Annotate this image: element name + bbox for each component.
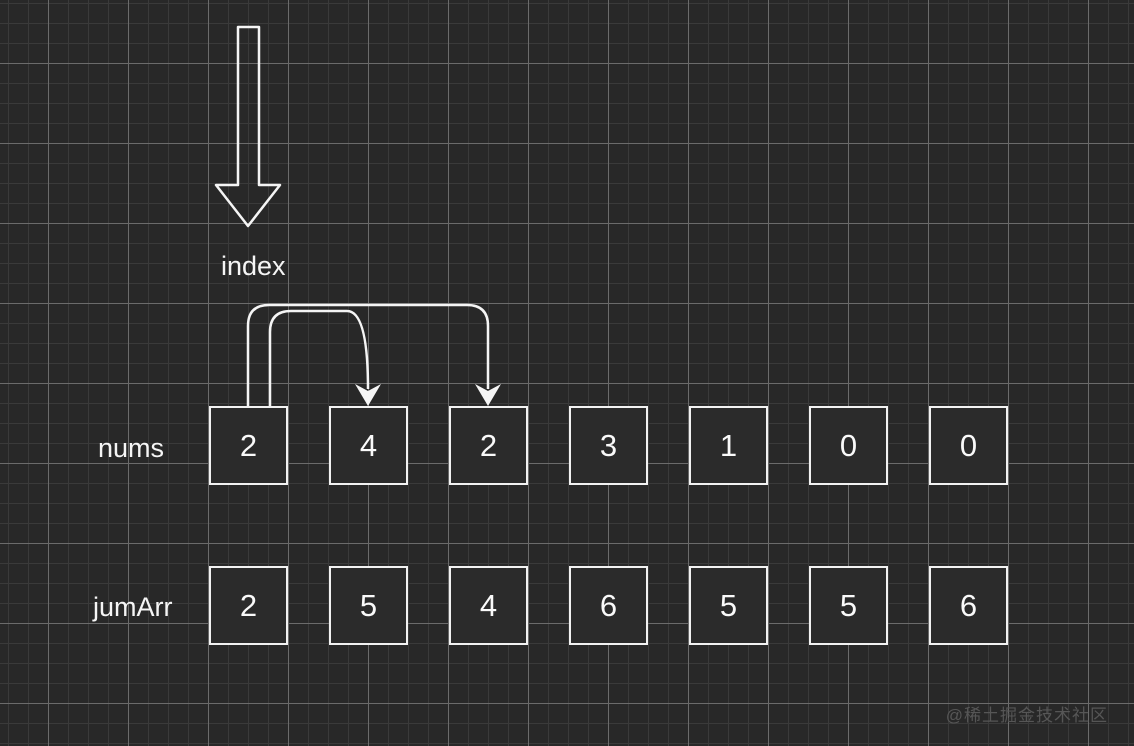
- index-label: index: [221, 251, 286, 281]
- nums-cell-2: 2: [449, 406, 528, 485]
- jump-arc-0-to-2: [246, 303, 490, 406]
- jumarr-cell-0: 2: [209, 566, 288, 645]
- nums-cell-6: 0: [929, 406, 1008, 485]
- watermark-text: @稀土掘金技术社区: [945, 706, 1108, 725]
- nums-row-label: nums: [98, 433, 165, 463]
- nums-cell-4: 1: [689, 406, 768, 485]
- nums-cell-5: 0: [809, 406, 888, 485]
- index-down-arrow-icon: [214, 25, 282, 228]
- jump-arc-0-to-1: [268, 309, 370, 406]
- jump-arc-0-to-1-arrowhead-icon: [355, 384, 381, 406]
- jumarr-cell-3: 6: [569, 566, 648, 645]
- nums-cell-3: 3: [569, 406, 648, 485]
- jump-arc-0-to-2-arrowhead-icon: [475, 384, 501, 406]
- jumarr-cell-6: 6: [929, 566, 1008, 645]
- jumarr-cell-2: 4: [449, 566, 528, 645]
- jumarr-cell-4: 5: [689, 566, 768, 645]
- nums-cell-1: 4: [329, 406, 408, 485]
- jumarr-row-label: jumArr: [93, 592, 173, 622]
- nums-cell-0: 2: [209, 406, 288, 485]
- jumarr-cell-1: 5: [329, 566, 408, 645]
- jumarr-cell-5: 5: [809, 566, 888, 645]
